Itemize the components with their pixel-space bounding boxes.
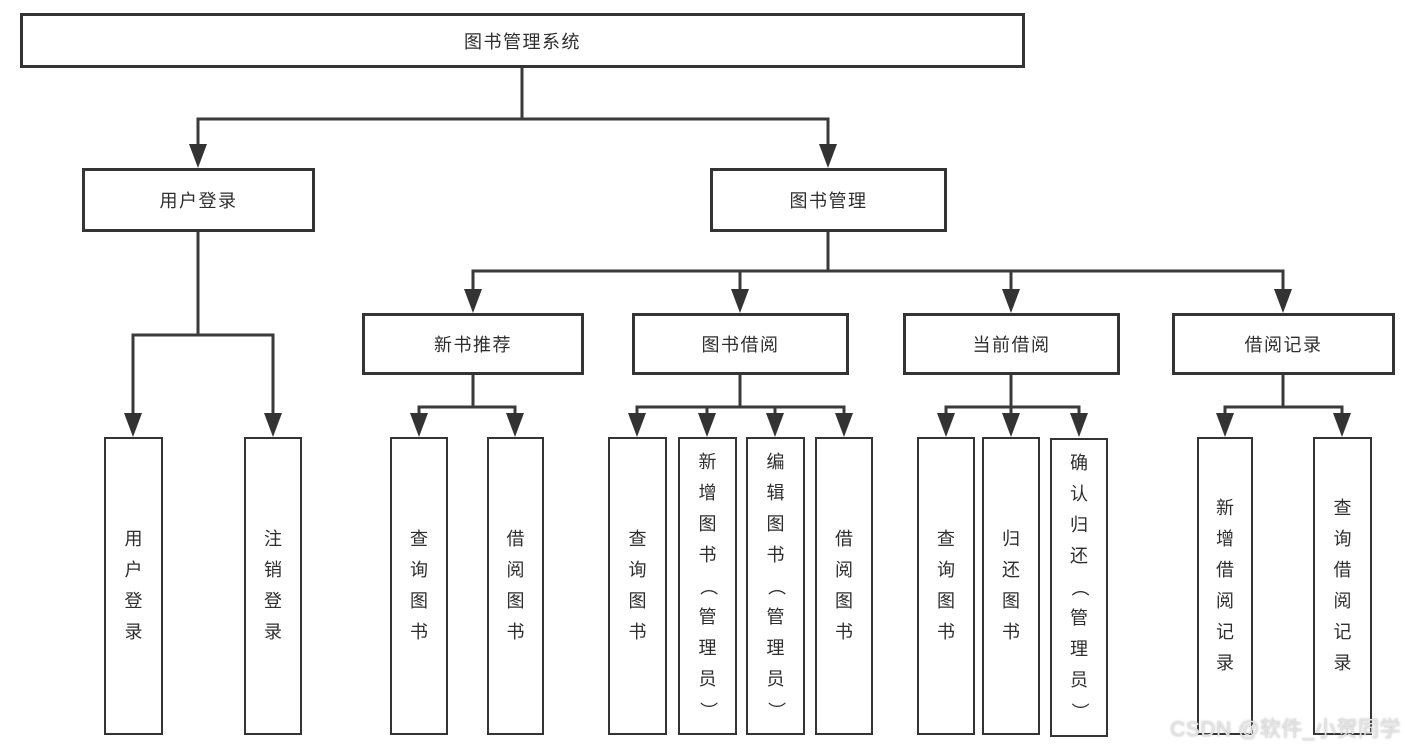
diagram-node-book-mgmt-module: 图书管理: [710, 168, 947, 232]
arrowhead-icon: [124, 413, 142, 437]
arrowhead-icon: [264, 413, 282, 437]
diagram-node-user-login: 用户登录: [104, 437, 163, 735]
diagram-node-logout: 注销登录: [244, 437, 302, 735]
diagram-node-return-books: 归还图书: [982, 437, 1040, 735]
arrowhead-icon: [189, 144, 207, 168]
arrowhead-icon: [1333, 413, 1351, 437]
diagram-node-borrow-records: 借阅记录: [1172, 313, 1395, 375]
node-label: 新书推荐: [434, 335, 512, 355]
node-label: 确认归还（管理员）: [1069, 453, 1090, 721]
diagram-node-user-login-module: 用户登录: [82, 168, 315, 232]
arrowhead-icon: [1070, 413, 1088, 437]
arrowhead-icon: [819, 144, 837, 168]
diagram-node-query-borrow-record: 查询借阅记录: [1313, 437, 1372, 735]
node-label: 借阅记录: [1244, 335, 1323, 355]
node-label: 图书管理: [789, 191, 868, 211]
watermark: CSDN @软件_小贺同学: [1170, 718, 1401, 741]
arrowhead-icon: [698, 413, 716, 437]
diagram-node-current-borrow: 当前借阅: [903, 313, 1120, 375]
arrowhead-icon: [1002, 289, 1020, 313]
node-label: 借阅图书: [506, 529, 525, 642]
node-label: 图书管理系统: [464, 31, 581, 52]
arrowhead-icon: [835, 413, 853, 437]
diagram-node-book-borrow: 图书借阅: [632, 313, 849, 375]
node-label: 查询图书: [410, 529, 428, 642]
arrowhead-icon: [628, 413, 646, 437]
node-label: 归还图书: [1002, 529, 1020, 642]
arrowhead-icon: [937, 413, 955, 437]
node-label: 新增图书（管理员）: [698, 451, 718, 720]
arrowhead-icon: [731, 289, 749, 313]
node-label: 当前借阅: [972, 335, 1051, 355]
diagram-node-query-books-borrow: 查询图书: [608, 437, 667, 735]
arrowhead-icon: [506, 413, 524, 437]
arrowhead-icon: [1274, 289, 1292, 313]
node-label: 注销登录: [264, 529, 282, 642]
node-label: 借阅图书: [835, 529, 853, 642]
arrowhead-icon: [1216, 413, 1234, 437]
diagram-node-confirm-return-admin: 确认归还（管理员）: [1050, 438, 1108, 737]
diagram-node-new-book-rec: 新书推荐: [362, 313, 584, 375]
arrowhead-icon: [464, 289, 482, 313]
diagram-node-borrow-books-rec: 借阅图书: [487, 437, 544, 735]
node-label: 新增借阅记录: [1216, 498, 1234, 673]
node-label: 查询借阅记录: [1333, 498, 1352, 673]
node-label: 查询图书: [628, 529, 647, 642]
node-label: 用户登录: [124, 529, 143, 642]
diagram-node-add-books-admin: 新增图书（管理员）: [678, 437, 737, 735]
diagram-node-add-borrow-record: 新增借阅记录: [1197, 437, 1253, 735]
node-label: 图书借阅: [701, 335, 780, 355]
arrowhead-icon: [766, 413, 784, 437]
node-label: 用户登录: [159, 191, 238, 211]
diagram-node-edit-books-admin: 编辑图书（管理员）: [746, 437, 805, 735]
diagram-node-query-books-rec: 查询图书: [390, 437, 448, 735]
arrowhead-icon: [410, 413, 428, 437]
node-label: 编辑图书（管理员）: [766, 451, 786, 720]
diagram-node-root: 图书管理系统: [20, 13, 1025, 68]
node-label: 查询图书: [937, 529, 955, 642]
diagram-node-query-books-cur: 查询图书: [917, 437, 975, 735]
arrowhead-icon: [1002, 413, 1020, 437]
diagram-node-borrow-books: 借阅图书: [815, 437, 873, 735]
